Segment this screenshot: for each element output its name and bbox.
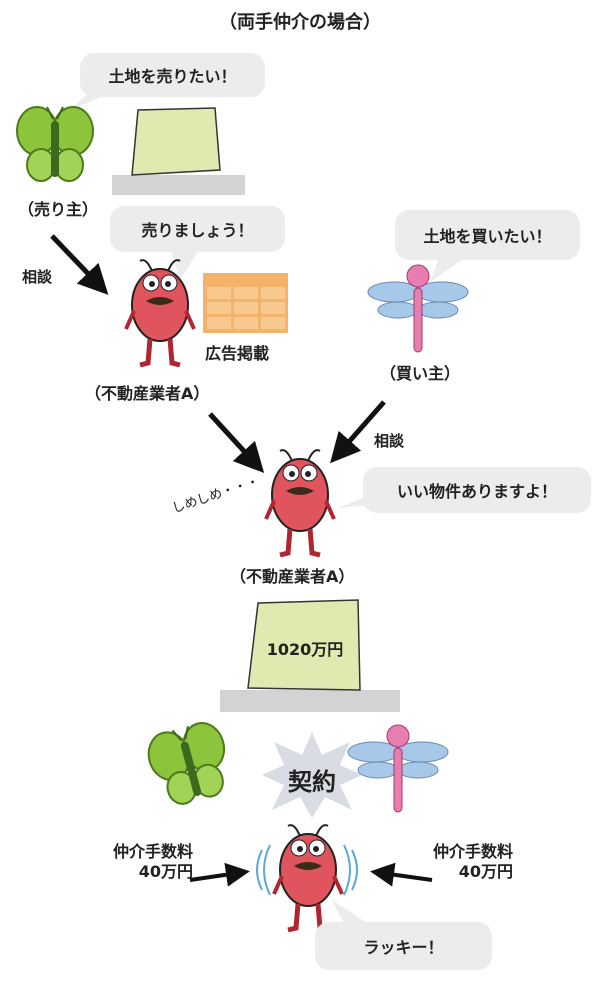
- agent-mid-label: （不動産業者A）: [230, 567, 355, 586]
- land-price: 1020万円: [266, 640, 344, 659]
- agent-bottom-bubble-tail: [332, 900, 370, 925]
- page-title: （両手仲介の場合）: [219, 12, 381, 33]
- arrow-fee-left: [189, 862, 250, 887]
- arrow-fee-right: [370, 862, 433, 887]
- consult-left-label: 相談: [22, 268, 53, 286]
- seller-bubble-tail: [70, 90, 108, 110]
- fee-right-title: 仲介手数料: [433, 842, 514, 861]
- agent-mid-bubble-tail: [338, 495, 372, 508]
- advertisement-icon: [203, 273, 288, 333]
- ad-label: 広告掲載: [205, 344, 270, 363]
- agent-bottom-speech-bubble: ラッキー！: [315, 922, 492, 970]
- arrow-agent-down: [208, 412, 265, 474]
- seller-label: （売り主）: [18, 200, 99, 219]
- fee-right-amount: 40万円: [458, 862, 514, 881]
- agent-top-label: （不動産業者A）: [85, 384, 210, 403]
- buyer-bubble-tail: [430, 255, 465, 282]
- contract-label: 契約: [288, 768, 336, 796]
- arrow-seller-to-agent: [50, 234, 109, 295]
- agent-bottom-bug-icon: [256, 0, 358, 1]
- buyer-speech-bubble: 土地を買いたい！: [395, 210, 580, 260]
- fee-left: 仲介手数料 40万円: [113, 842, 193, 882]
- consult-right-label: 相談: [374, 432, 405, 450]
- land-parcel-icon: [112, 107, 245, 195]
- agent-bubble-tail: [170, 248, 200, 280]
- thought-text: しめしめ・・・: [170, 474, 262, 517]
- seller-speech-bubble: 土地を売りたい！: [80, 53, 265, 97]
- arrow-buyer-to-agent: [330, 400, 386, 464]
- agent-speech-bubble: 売りましょう！: [110, 206, 285, 252]
- contract-burst-icon: [262, 732, 362, 818]
- fee-left-title: 仲介手数料: [113, 842, 194, 861]
- buyer-label: （買い主）: [380, 364, 461, 383]
- agent-mid-speech-bubble: いい物件ありますよ！: [363, 467, 591, 513]
- land-parcel-price-icon: [220, 599, 400, 712]
- fee-right: 仲介手数料 40万円: [433, 842, 513, 882]
- fee-left-amount: 40万円: [138, 862, 194, 881]
